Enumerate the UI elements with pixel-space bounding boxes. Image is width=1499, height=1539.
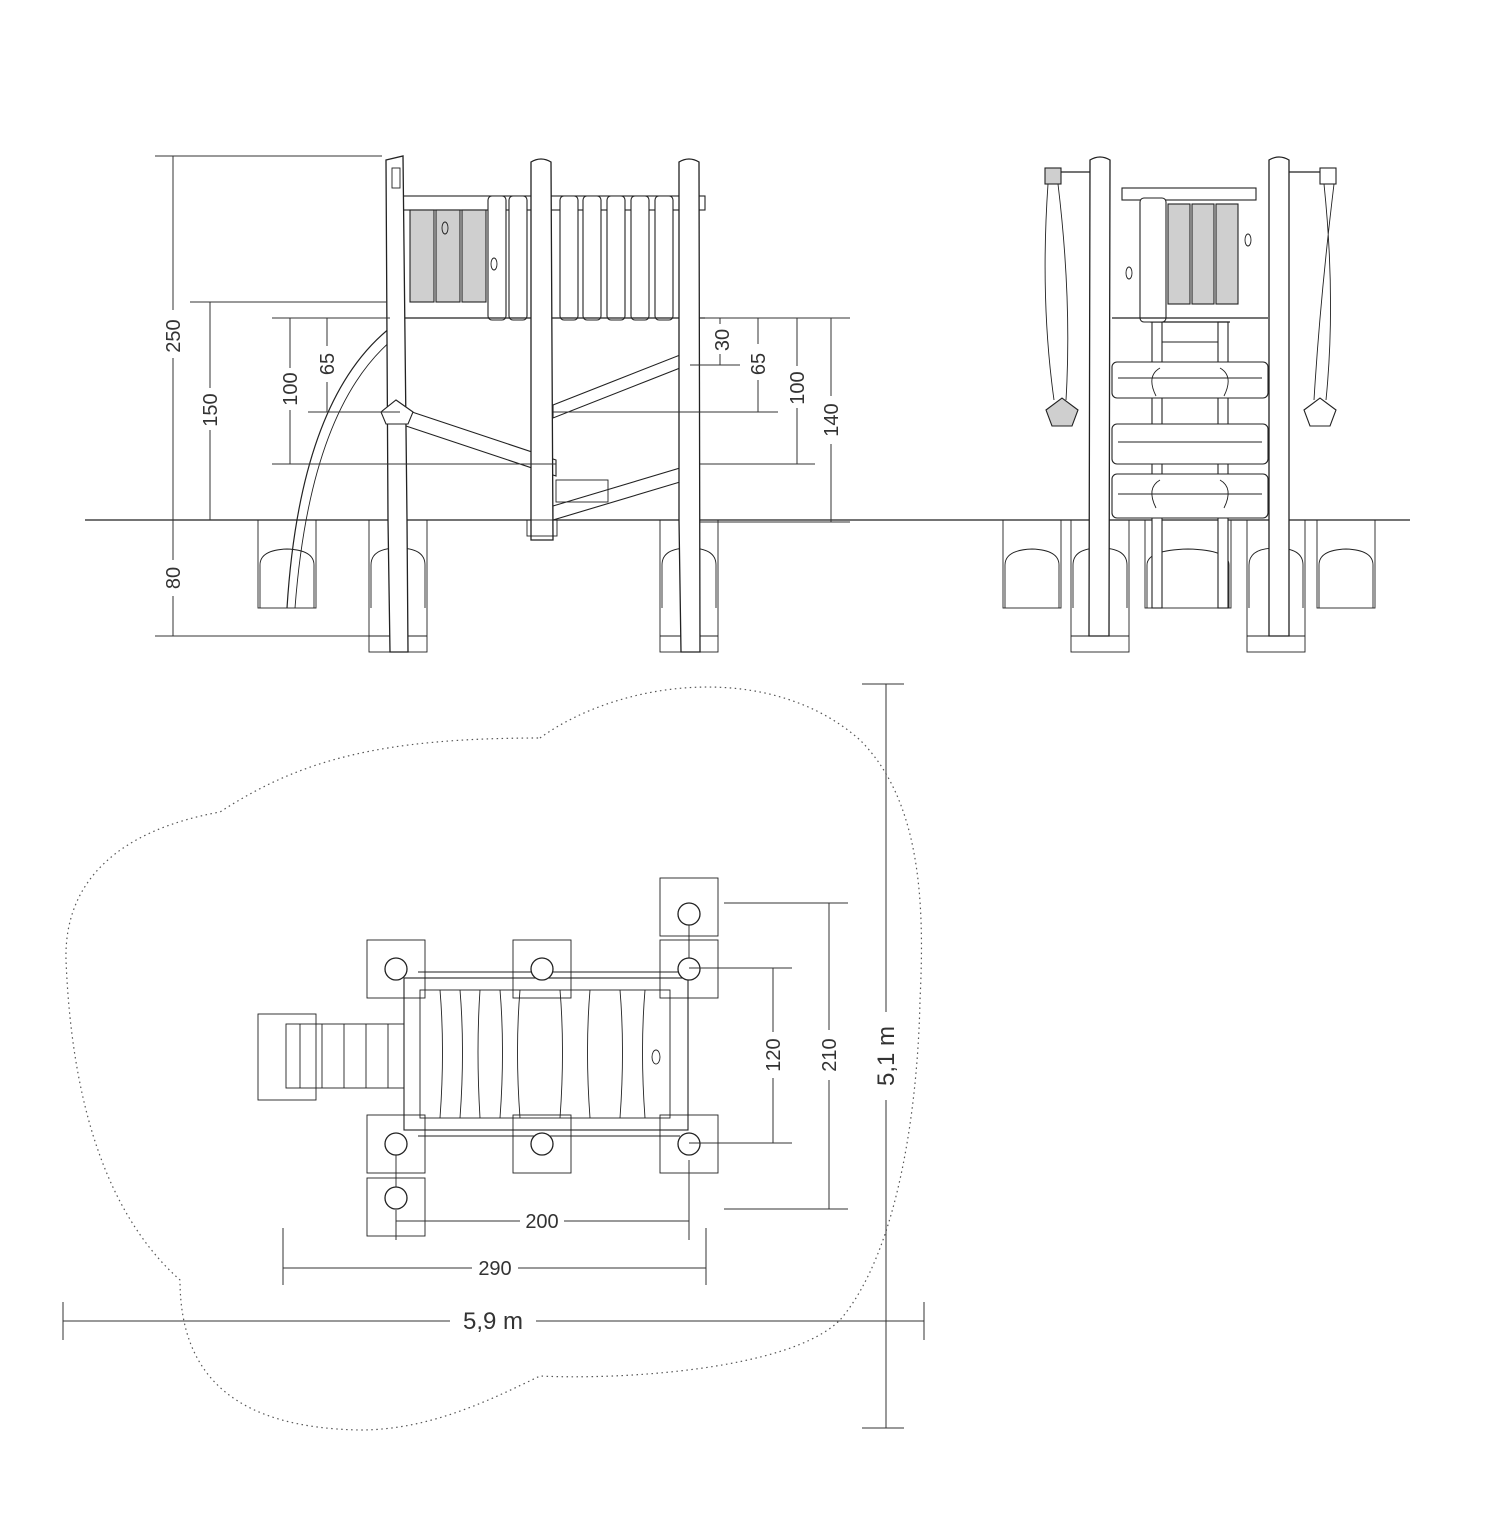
dim-post-span: 200 [525,1211,558,1233]
beam-end [1319,167,1337,185]
plan-view [65,686,923,1431]
dim-zone-depth: 5,1 m [873,1026,900,1086]
climbing-log [1111,473,1269,519]
dim-footing-depth: 80 [163,567,185,589]
beam-end [1044,167,1062,185]
ladder-foot [555,479,609,503]
railing-plank [435,209,461,303]
dim-right-upper: 65 [748,353,770,375]
railing-plank [1191,203,1215,305]
swing-point [384,1186,408,1210]
footing-square [512,1114,572,1174]
swing-seat [1045,397,1079,427]
footing [257,519,317,609]
railing-plank [606,195,626,321]
post-right [1268,156,1290,637]
post-right [678,158,701,653]
side-dimensions: 250 80 150 100 65 30 65 100 140 [155,155,850,637]
ladder [285,1023,405,1089]
top-rail [1121,187,1257,201]
bolt [651,1049,661,1065]
front-elevation-view [1002,156,1376,653]
bolt [1125,266,1133,280]
post [530,957,554,981]
side-elevation-view [85,155,1410,653]
bolt [1244,233,1252,247]
dim-platform-height: 150 [200,393,222,426]
swing-seat [1303,397,1337,427]
railing-plank [630,195,650,321]
dim-right-mid: 100 [787,371,809,404]
footing-cap [259,548,315,608]
climbing-log [1111,423,1269,465]
footing [1316,519,1376,609]
ladder-base [257,1013,317,1101]
dim-zone-width: 5,9 m [463,1308,523,1335]
dim-right-total: 140 [821,403,843,436]
dim-step-upper: 65 [317,353,339,375]
railing-plank [582,195,602,321]
railing-board [1139,197,1167,323]
handle [1219,479,1229,509]
post-base [526,519,558,537]
railing-plank [508,195,528,321]
footing [1144,519,1232,609]
post [677,1132,701,1156]
slide-curve-inner [294,339,393,609]
dim-step-lower: 100 [280,372,302,405]
footing-square [366,939,426,999]
swing-rope [1044,183,1069,401]
deck [403,977,689,1131]
railing-plank [654,195,674,321]
railing-plank [461,209,487,303]
railing-plank [409,209,435,303]
footing-square [512,939,572,999]
handle [1219,367,1229,397]
bolt [441,221,449,235]
post-center [530,158,554,541]
swing-point [677,902,701,926]
railing-plank [559,195,579,321]
post [384,957,408,981]
post-left [1088,156,1111,637]
dim-outer-depth: 210 [819,1038,841,1071]
post [677,957,701,981]
handle [1151,479,1161,509]
ladder-beam [552,354,681,419]
ladder-beam [552,467,681,521]
post [530,1132,554,1156]
dim-inner-depth: 120 [763,1038,785,1071]
dim-small-gap: 30 [712,329,734,351]
climbing-log [1111,361,1269,399]
handle [1151,367,1161,397]
footing [1002,519,1062,609]
railing-plank [487,195,507,321]
dim-height-total: 250 [163,319,185,352]
slide-curve [286,327,391,609]
railing-plank [1167,203,1191,305]
swing-rope [1313,183,1335,401]
post [384,1132,408,1156]
plan-dimensions: 120 210 200 290 5,9 m 5,1 m [62,683,925,1429]
dim-total-width: 290 [478,1258,511,1280]
rope-anchor [391,167,401,189]
bolt [490,257,498,271]
railing-plank [1215,203,1239,305]
